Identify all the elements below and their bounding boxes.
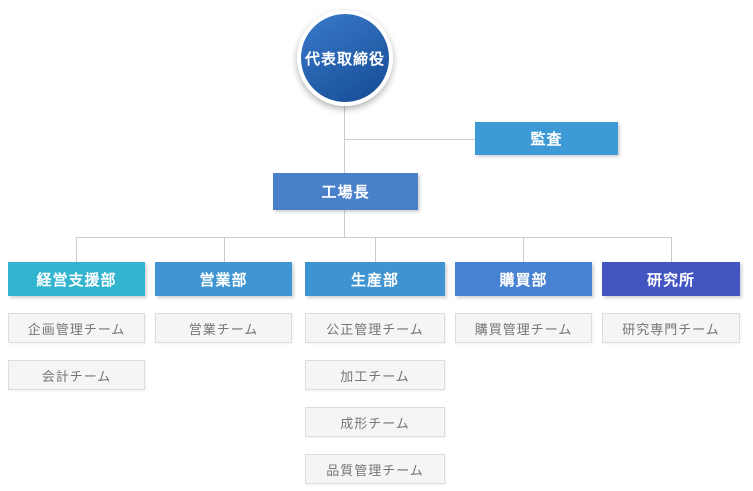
connector-drop-dept-5 bbox=[671, 237, 672, 262]
node-team-purchasing-management: 購買管理チーム bbox=[455, 313, 592, 343]
node-team-sales: 営業チーム bbox=[155, 313, 292, 343]
node-team-fairness-management: 公正管理チーム bbox=[305, 313, 445, 343]
node-team-molding: 成形チーム bbox=[305, 407, 445, 437]
node-dept-sales: 営業部 bbox=[155, 262, 292, 296]
node-factory-manager: 工場長 bbox=[273, 173, 418, 210]
node-audit-label: 監査 bbox=[530, 131, 563, 148]
connector-departments-rail bbox=[76, 237, 671, 238]
connector-drop-dept-4 bbox=[523, 237, 524, 262]
node-dept-management-support: 経営支援部 bbox=[8, 262, 145, 296]
node-team-label: 加工チーム bbox=[340, 368, 410, 384]
node-team-label: 会計チーム bbox=[41, 368, 112, 384]
connector-drop-dept-2 bbox=[224, 237, 225, 262]
connector-manager-to-rail bbox=[344, 210, 345, 238]
node-audit: 監査 bbox=[475, 122, 618, 155]
node-dept-label: 営業部 bbox=[199, 271, 248, 289]
node-team-label: 品質管理チーム bbox=[326, 462, 424, 478]
node-team-label: 営業チーム bbox=[188, 321, 259, 337]
node-dept-research: 研究所 bbox=[602, 262, 740, 296]
connector-root-to-audit bbox=[344, 139, 475, 140]
connector-drop-dept-3 bbox=[375, 237, 376, 262]
node-representative-director-label: 代表取締役 bbox=[304, 50, 385, 68]
connector-drop-dept-1 bbox=[76, 237, 77, 262]
node-representative-director: 代表取締役 bbox=[297, 10, 393, 106]
node-team-processing: 加工チーム bbox=[305, 360, 445, 390]
node-team-label: 研究専門チーム bbox=[622, 321, 720, 337]
node-dept-purchasing: 購買部 bbox=[455, 262, 592, 296]
connector-root-to-manager bbox=[344, 103, 345, 173]
node-dept-label: 経営支援部 bbox=[36, 271, 117, 289]
node-team-label: 購買管理チーム bbox=[474, 321, 573, 337]
node-team-research-specialist: 研究専門チーム bbox=[602, 313, 740, 343]
node-dept-label: 購買部 bbox=[499, 271, 548, 289]
node-team-label: 公正管理チーム bbox=[326, 321, 424, 337]
node-dept-production: 生産部 bbox=[305, 262, 445, 296]
node-dept-label: 研究所 bbox=[646, 271, 695, 289]
node-team-label: 企画管理チーム bbox=[27, 321, 126, 337]
node-dept-label: 生産部 bbox=[350, 271, 399, 289]
node-team-quality-management: 品質管理チーム bbox=[305, 454, 445, 484]
node-team-accounting: 会計チーム bbox=[8, 360, 145, 390]
node-factory-manager-label: 工場長 bbox=[321, 184, 370, 201]
node-team-label: 成形チーム bbox=[340, 415, 410, 431]
node-team-planning-management: 企画管理チーム bbox=[8, 313, 145, 343]
